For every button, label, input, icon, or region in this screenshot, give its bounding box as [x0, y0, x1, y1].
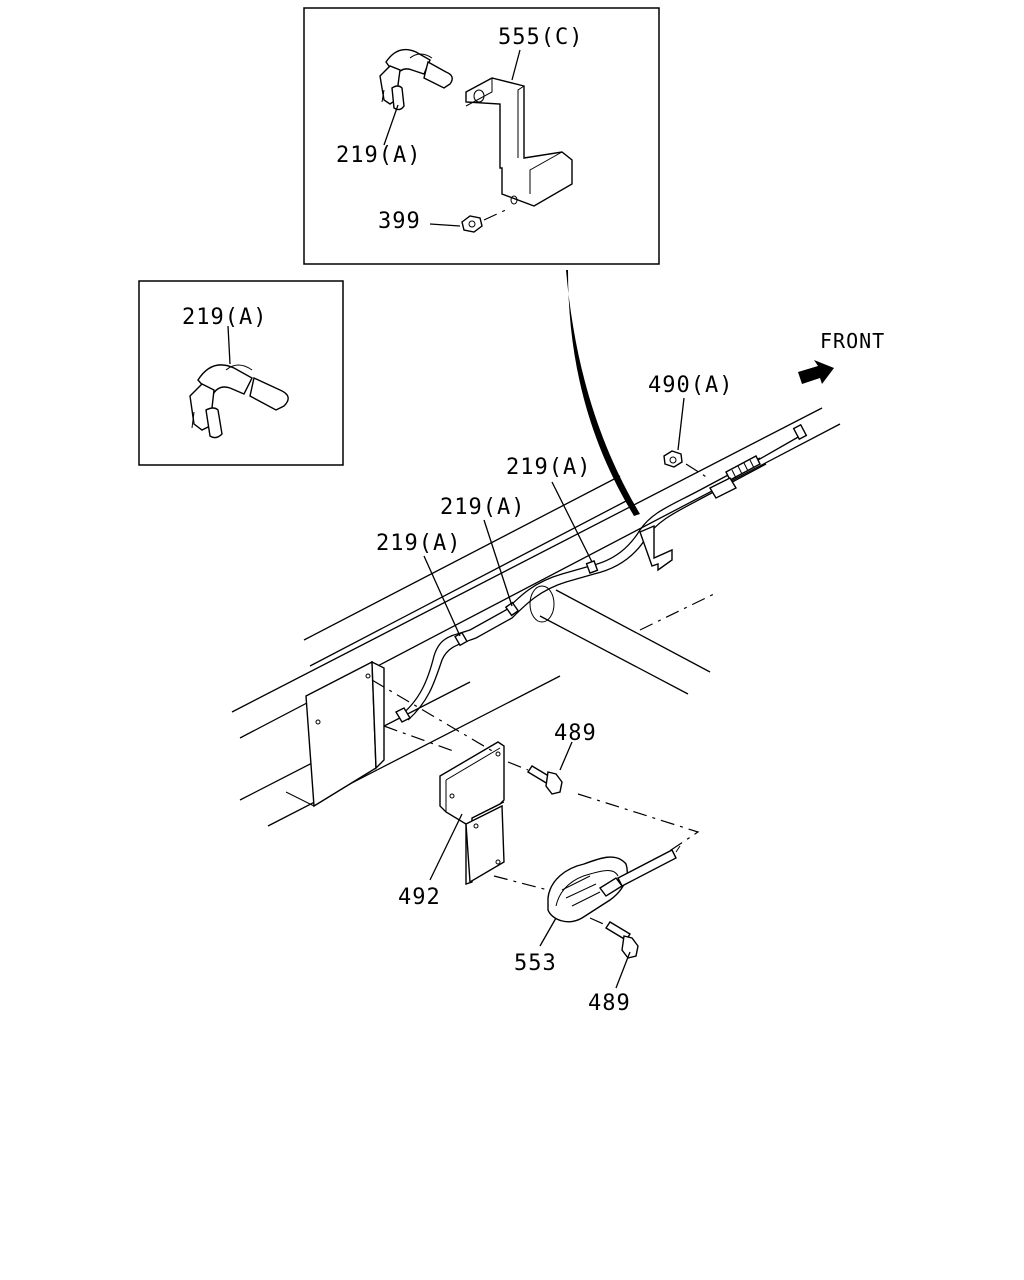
bracket-492: 492	[371, 679, 505, 910]
bolt-489-lower: 489	[588, 917, 639, 1016]
front-arrow-icon	[798, 360, 834, 384]
inset-clip-detail: 219(A)	[138, 280, 344, 466]
parking-brake-cable	[395, 423, 808, 723]
callout-489-upper: 489	[554, 721, 597, 746]
callout-489-lower: 489	[588, 991, 631, 1016]
clip-219a-inset-left	[189, 364, 289, 439]
nut-399	[461, 207, 511, 233]
callout-219a-clip-2: 219(A)	[440, 495, 525, 520]
callout-555c: 555(C)	[498, 25, 583, 50]
front-label: FRONT	[820, 329, 885, 353]
cable-adjuster	[709, 423, 808, 499]
bolt-489-upper: 489	[507, 721, 597, 795]
callout-219a-clip-3: 219(A)	[506, 455, 591, 480]
inset-bracket-detail: 555(C) 219(A) 399	[303, 7, 660, 265]
inset-frame-top	[303, 7, 660, 265]
callout-490a: 490(A)	[648, 373, 733, 398]
callout-492: 492	[398, 885, 441, 910]
inset-frame-left	[138, 280, 344, 466]
callout-219a-inset-left: 219(A)	[182, 305, 267, 330]
brake-lever-553: 553	[493, 793, 700, 976]
nut-490a: 490(A)	[648, 373, 733, 479]
callout-219a-inset-top: 219(A)	[336, 143, 421, 168]
callout-553: 553	[514, 951, 557, 976]
front-direction: FRONT	[798, 329, 885, 384]
callout-399: 399	[378, 209, 421, 234]
callout-219a-clip-1: 219(A)	[376, 531, 461, 556]
bracket-555c	[465, 77, 573, 207]
clip-219a-inset-top	[379, 48, 453, 111]
